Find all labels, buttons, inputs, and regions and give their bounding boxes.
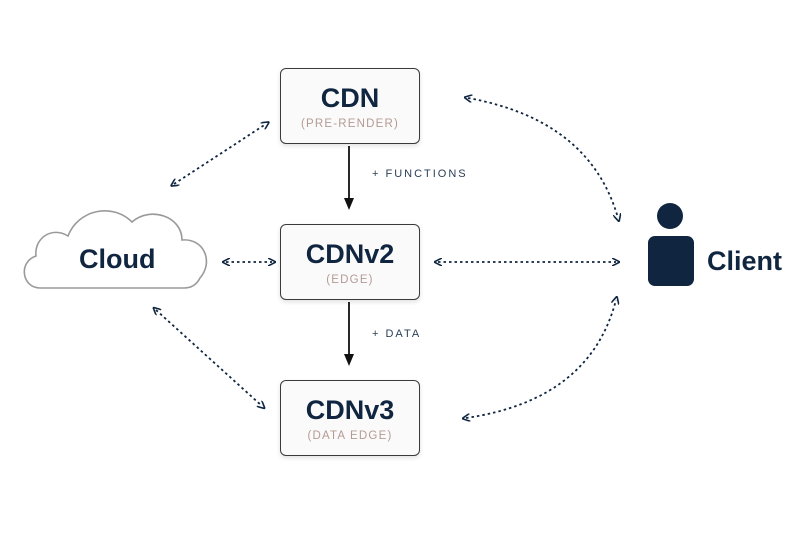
functions-edge-label: + FUNCTIONS bbox=[372, 168, 468, 180]
person-icon bbox=[648, 203, 694, 286]
client-label: Client bbox=[707, 246, 783, 276]
data-edge-label: + DATA bbox=[372, 328, 422, 340]
cloud-icon bbox=[23, 210, 208, 289]
cdnv3-node: CDNv3 (DATA EDGE) bbox=[280, 380, 420, 456]
link-cdnv3-client bbox=[466, 300, 616, 418]
cdnv2-subtitle: (EDGE) bbox=[326, 274, 374, 286]
cdnv3-subtitle: (DATA EDGE) bbox=[307, 430, 393, 442]
cdnv2-title: CDNv2 bbox=[305, 239, 395, 269]
link-cloud-cdn bbox=[174, 124, 266, 184]
cdn-title: CDN bbox=[320, 83, 380, 113]
link-cdn-client bbox=[468, 98, 618, 218]
cdn-subtitle: (PRE-RENDER) bbox=[300, 118, 400, 130]
cdnv3-title: CDNv3 bbox=[305, 395, 395, 425]
cdn-node: CDN (PRE-RENDER) bbox=[280, 68, 420, 144]
cdnv2-node: CDNv2 (EDGE) bbox=[280, 224, 420, 300]
link-cloud-cdnv3 bbox=[156, 310, 262, 406]
cloud-label: Cloud bbox=[79, 244, 156, 274]
